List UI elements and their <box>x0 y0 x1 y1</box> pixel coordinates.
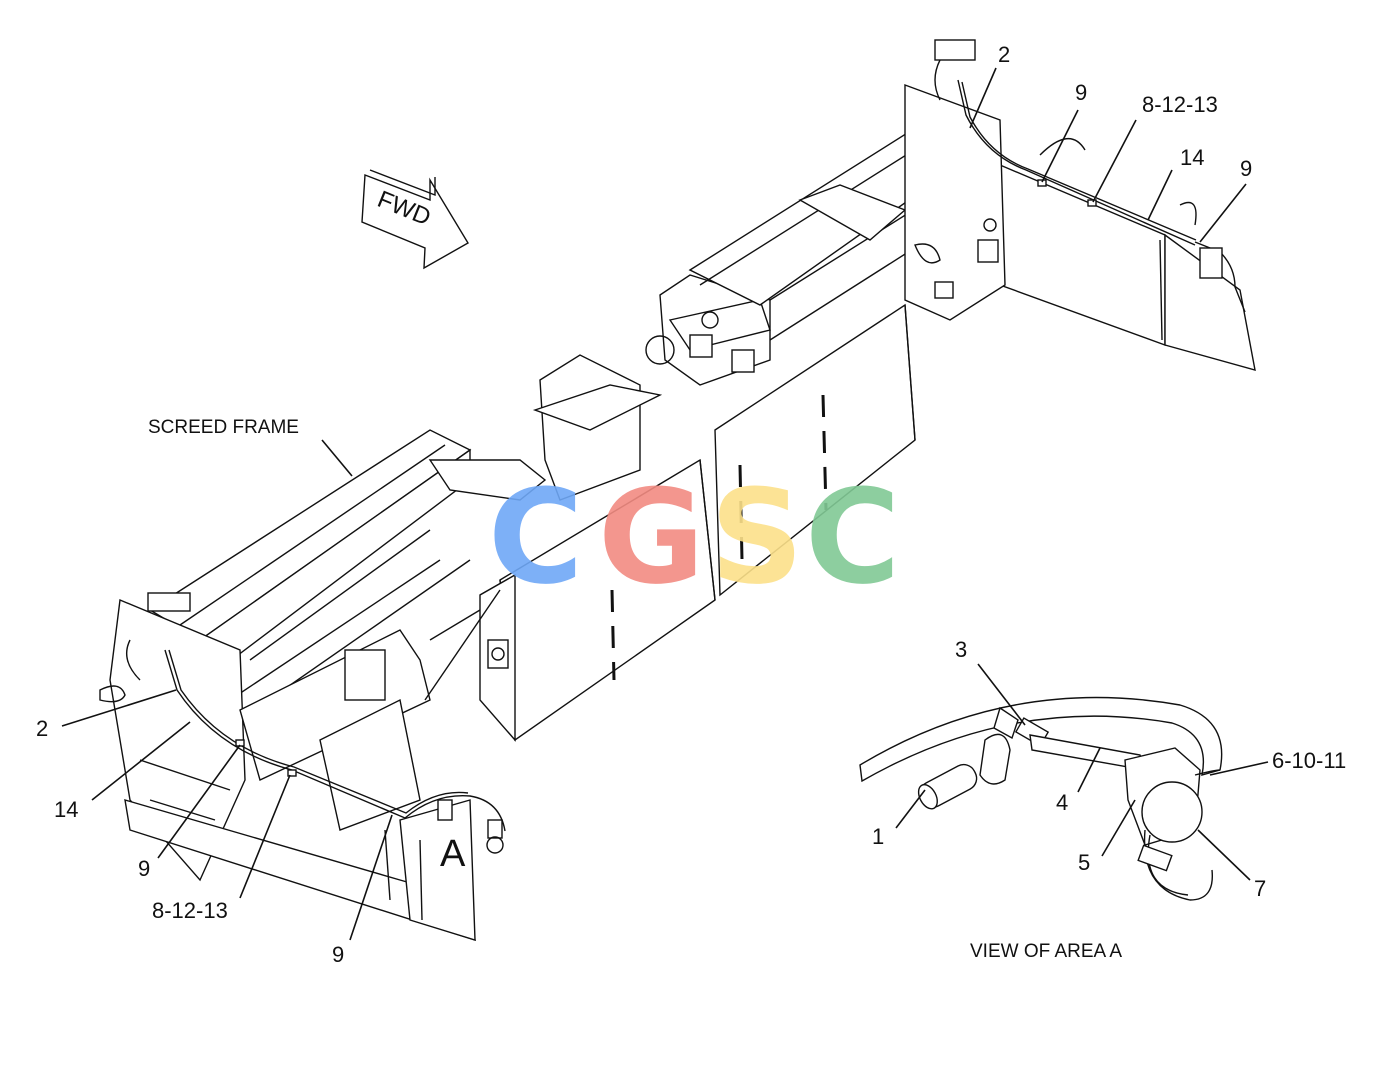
callout-left-9a: 9 <box>138 856 150 881</box>
callout-right-9b: 9 <box>1240 156 1252 181</box>
watermark-letter-c1: C <box>488 461 583 613</box>
watermark-letter-g: G <box>598 461 705 613</box>
callout-left-14: 14 <box>54 797 78 822</box>
watermark-letter-c2: C <box>805 461 900 613</box>
callout-detail-6-10-11: 6-10-11 <box>1272 748 1346 773</box>
watermark: C G S C <box>488 461 900 613</box>
callout-detail-1: 1 <box>872 824 884 849</box>
callout-left-8-12-13: 8-12-13 <box>152 898 228 923</box>
callout-left-9b: 9 <box>332 942 344 967</box>
forward-arrow-icon: FWD <box>361 169 469 270</box>
callout-left-2: 2 <box>36 716 48 741</box>
callout-detail-7: 7 <box>1254 876 1266 901</box>
detail-caption: VIEW OF AREA A <box>970 941 1122 962</box>
screed-frame-label: SCREED FRAME <box>148 417 299 438</box>
callout-detail-5: 5 <box>1078 850 1090 875</box>
callout-right-14: 14 <box>1180 145 1204 170</box>
callout-right-8-12-13: 8-12-13 <box>1142 92 1218 117</box>
area-a-letter: A <box>440 833 466 875</box>
watermark-letter-s: S <box>710 461 804 613</box>
callouts-right-end: 2 9 8-12-13 14 9 <box>969 42 1252 243</box>
callouts-detail: 3 4 1 5 6-10-11 7 VIEW OF AREA A <box>872 637 1346 962</box>
callout-right-9a: 9 <box>1075 80 1087 105</box>
callouts-left-end: 2 14 9 8-12-13 9 A <box>36 689 466 967</box>
callout-detail-3: 3 <box>955 637 967 662</box>
screed-frame-drawing <box>99 39 1256 941</box>
callout-right-2: 2 <box>998 42 1010 67</box>
screed-frame-leader <box>321 439 353 477</box>
detail-view-area-a <box>859 696 1223 901</box>
callout-detail-4: 4 <box>1056 790 1068 815</box>
